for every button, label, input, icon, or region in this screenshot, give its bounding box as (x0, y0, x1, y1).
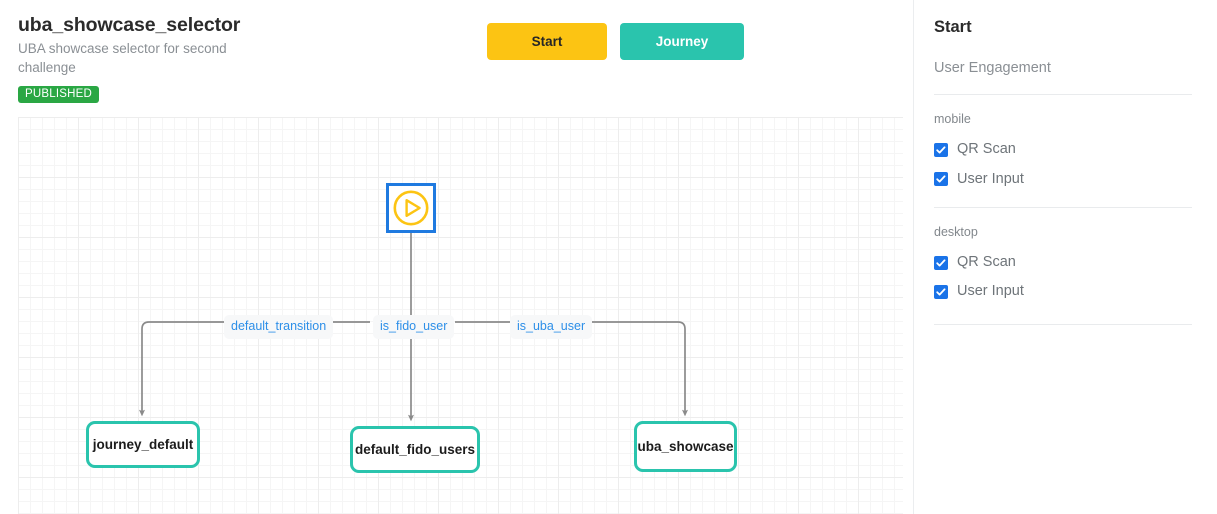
node-journey-default[interactable]: journey_default (86, 421, 200, 468)
flow-description: UBA showcase selector for second challen… (18, 41, 227, 76)
checkbox-checked-icon[interactable] (934, 172, 948, 187)
checkbox-label: User Input (957, 283, 1024, 300)
main-area: uba_showcase_selector UBA showcase selec… (18, 14, 903, 514)
group-label-mobile: mobile (934, 112, 971, 127)
checkbox-row-desktop-user-input[interactable]: User Input (934, 283, 1196, 300)
sidebar-subtitle: User Engagement (934, 59, 1051, 76)
node-default-fido-users[interactable]: default_fido_users (350, 426, 480, 473)
checkbox-label: QR Scan (957, 141, 1016, 158)
status-badge: PUBLISHED (18, 85, 99, 104)
sidebar-divider (934, 206, 1192, 208)
checkbox-checked-icon[interactable] (934, 285, 948, 300)
check-icon (936, 259, 946, 267)
checkbox-checked-icon[interactable] (934, 142, 948, 157)
edge-label-is-fido-user[interactable]: is_fido_user (373, 315, 455, 339)
flow-header: uba_showcase_selector UBA showcase selec… (18, 14, 448, 104)
flow-canvas[interactable]: default_transition is_fido_user is_uba_u… (18, 117, 903, 514)
sidebar-title: Start (934, 18, 972, 36)
checkbox-row-mobile-user-input[interactable]: User Input (934, 171, 1196, 188)
checkbox-label: QR Scan (957, 253, 1016, 270)
journey-button[interactable]: Journey (620, 23, 744, 60)
checkbox-row-desktop-qr-scan[interactable]: QR Scan (934, 254, 1196, 271)
sidebar-divider (934, 94, 1192, 96)
edge-label-default-transition[interactable]: default_transition (224, 315, 334, 339)
start-button[interactable]: Start (487, 23, 607, 60)
edge-label-is-uba-user[interactable]: is_uba_user (510, 315, 593, 339)
toolbar: Start Journey (487, 23, 744, 60)
check-icon (936, 146, 946, 154)
play-icon (393, 190, 429, 226)
page-title: uba_showcase_selector (18, 14, 241, 36)
sidebar-divider (934, 323, 1192, 325)
check-icon (936, 175, 946, 183)
checkbox-label: User Input (957, 170, 1024, 187)
check-icon (936, 288, 946, 296)
properties-sidebar: Start User Engagement mobile QR Scan (913, 0, 1217, 514)
node-uba-showcase[interactable]: uba_showcase (634, 421, 737, 472)
group-label-desktop: desktop (934, 224, 978, 239)
checkbox-checked-icon[interactable] (934, 255, 948, 270)
checkbox-row-mobile-qr-scan[interactable]: QR Scan (934, 141, 1196, 158)
start-node[interactable] (386, 183, 436, 233)
